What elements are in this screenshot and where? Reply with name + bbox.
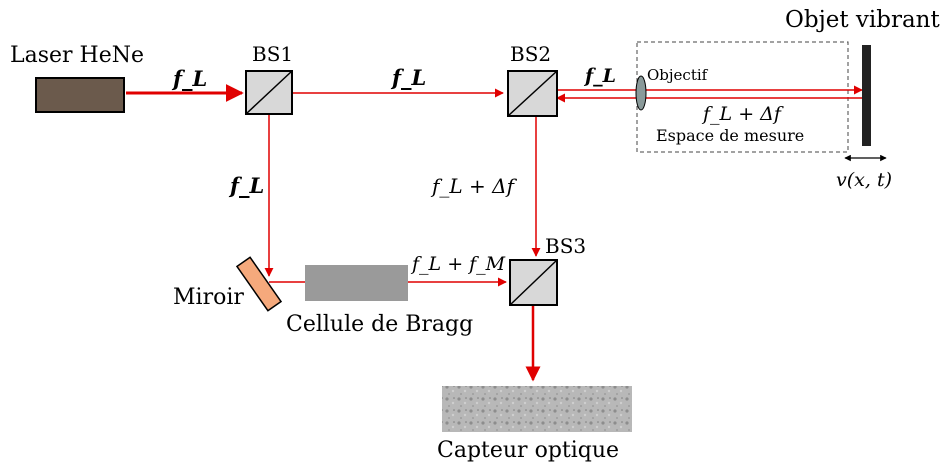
freq-bs2-object: f_L [583,65,616,87]
laser-body [36,78,124,112]
freq-bs2-down: f_L + Δf [430,174,518,198]
measure-space-label: Espace de mesure [656,126,804,145]
objective-label: Objectif [647,66,709,84]
beam-splitter-bs1 [246,71,292,114]
freq-bs1-bs2: f_L [390,65,426,90]
laser-label: Laser HeNe [10,43,144,68]
optical-sensor [442,386,632,432]
bs2-label: BS2 [510,42,551,66]
objective-lens [636,76,646,110]
freq-bragg-out: f_L + f_M [410,253,506,275]
bragg-cell [305,265,408,301]
bs3-label: BS3 [545,234,586,258]
sensor-label: Capteur optique [437,438,619,463]
velocity-label: v(x, t) [836,169,892,191]
target-label: Objet vibrant [785,7,940,33]
freq-return: f_L + Δf [701,103,784,125]
bragg-label: Cellule de Bragg [286,312,473,337]
vibrating-object [862,45,871,146]
beam-splitter-bs2 [508,71,557,116]
beam-splitter-bs3 [510,260,557,305]
freq-laser-out: f_L [171,66,207,91]
freq-bs1-down: f_L [228,173,264,198]
mirror-label: Miroir [173,285,244,310]
bs1-label: BS1 [252,42,293,66]
